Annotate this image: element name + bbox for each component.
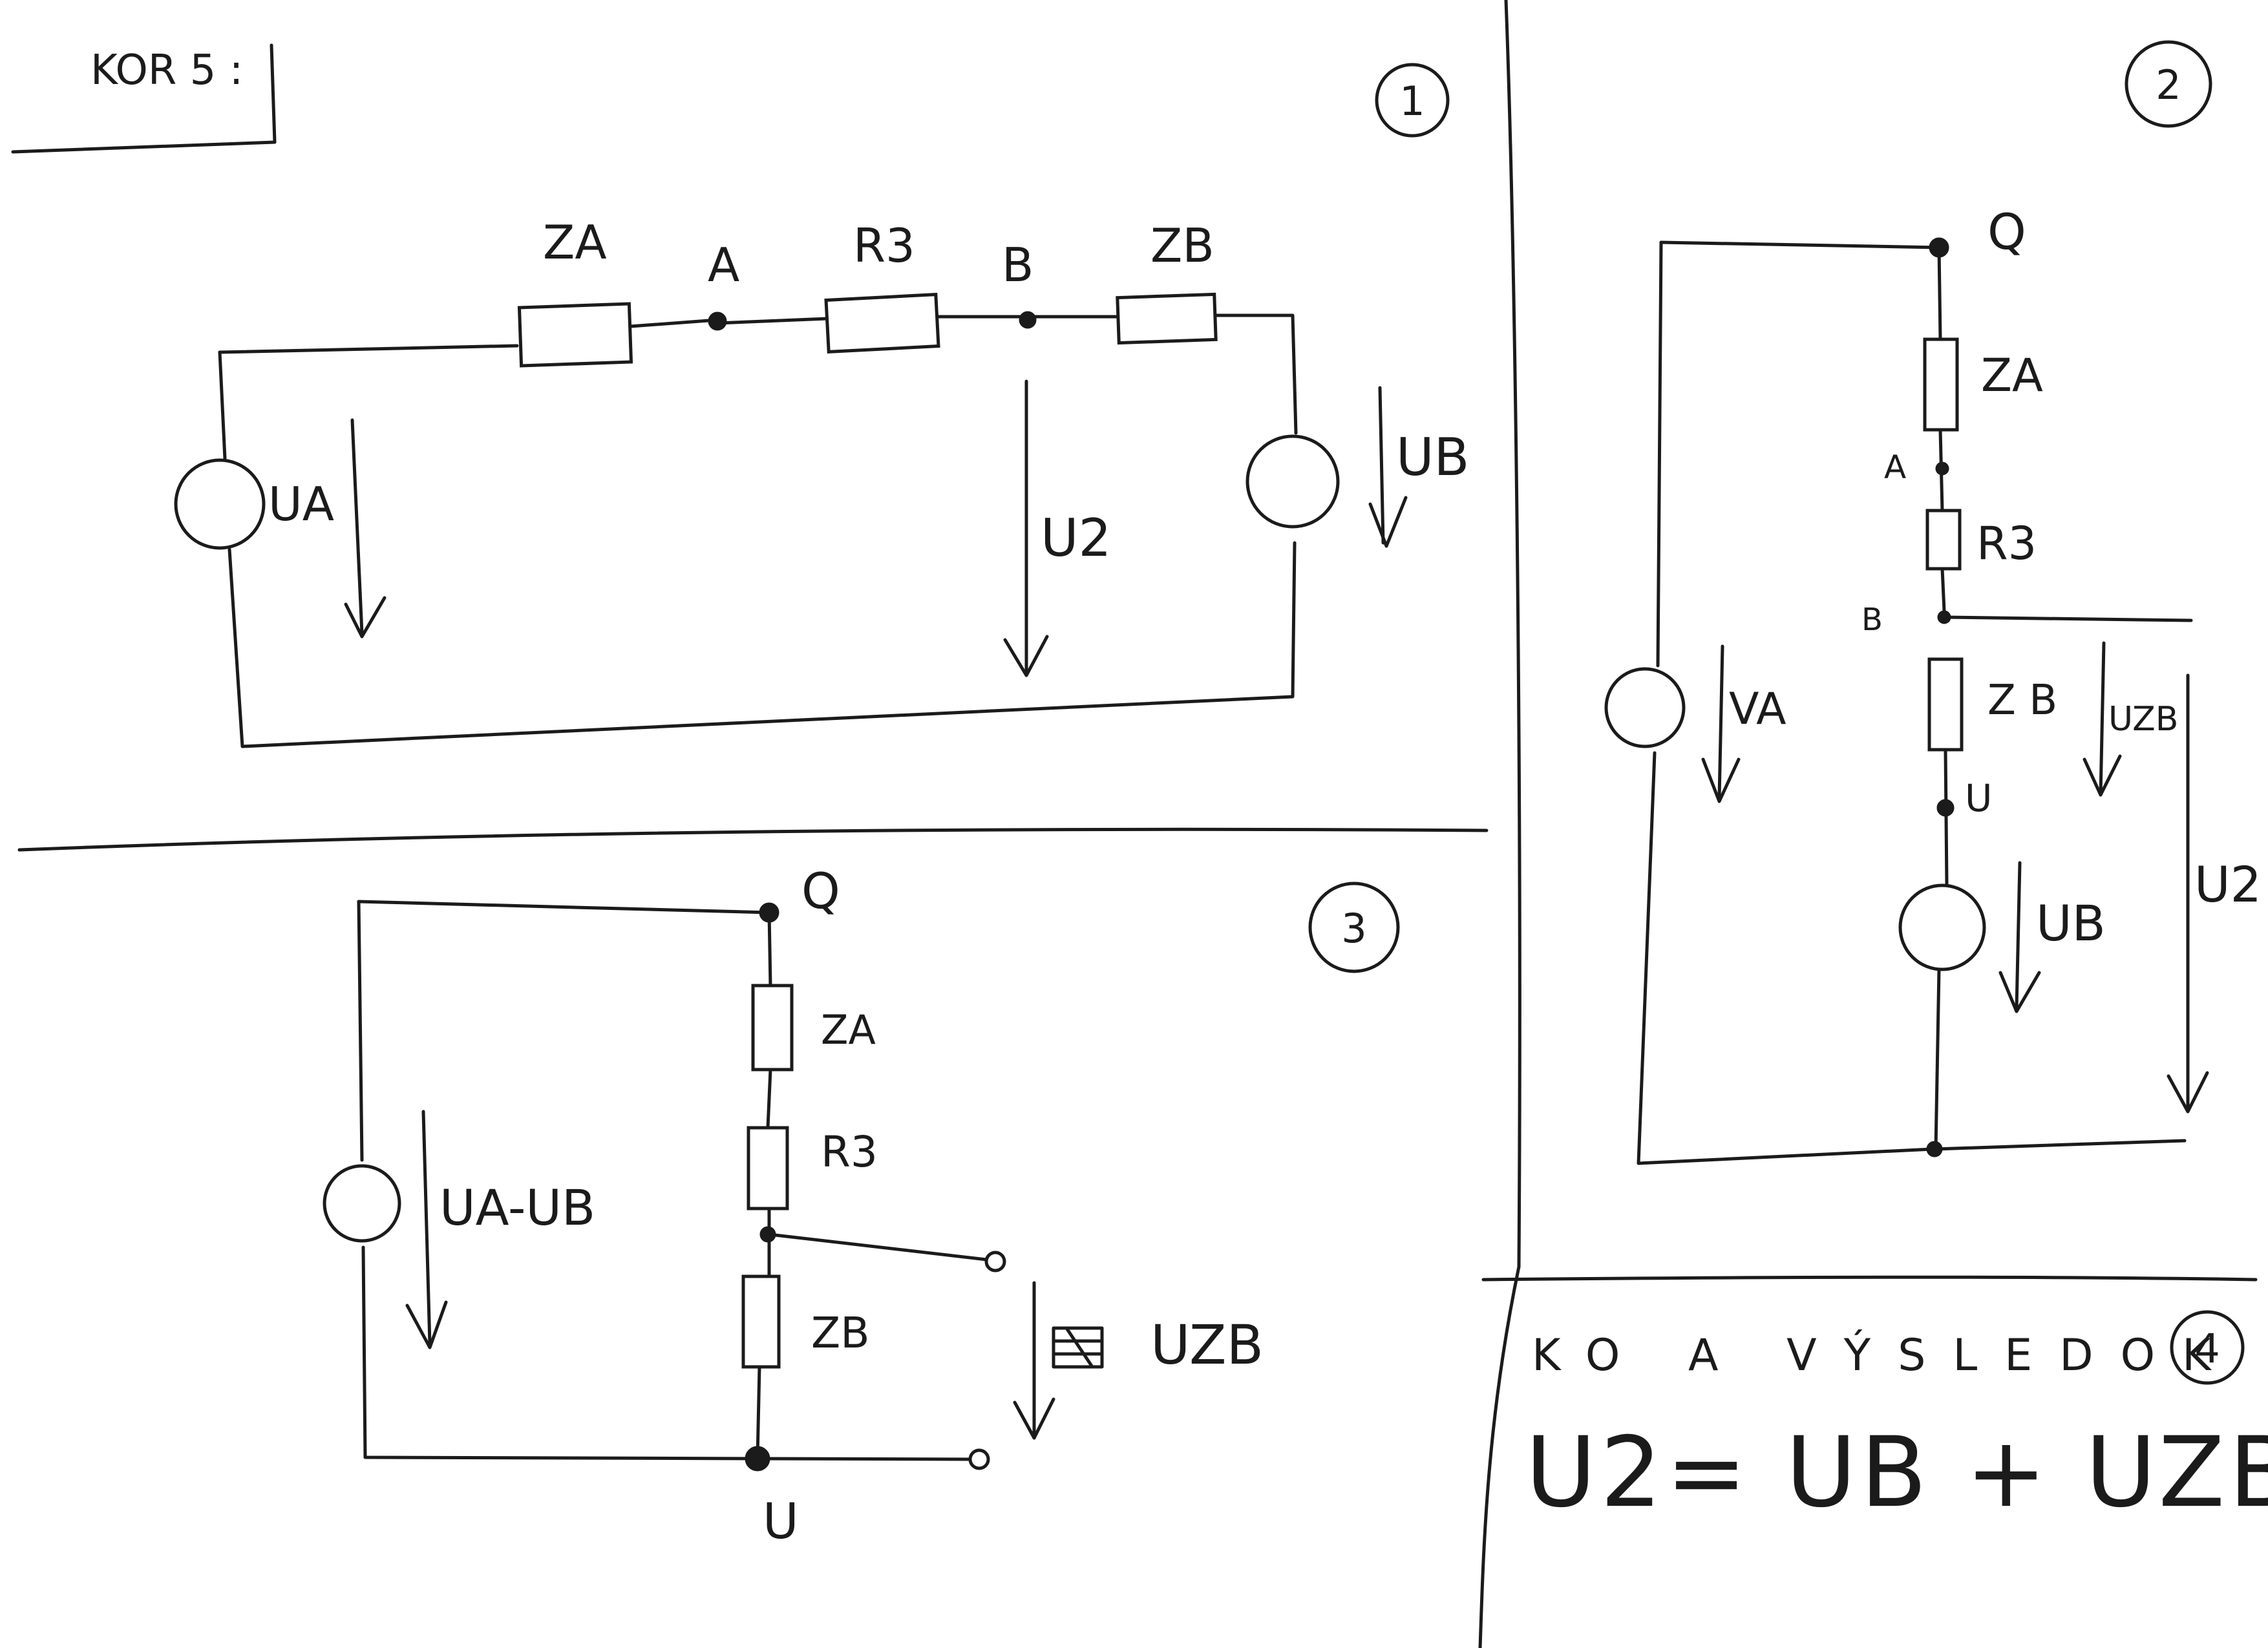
step-number-3: 3 [1308, 882, 1400, 973]
circuit-1-arrow-u2 [1003, 379, 1049, 677]
svg-text:2: 2 [2156, 61, 2181, 109]
circuit-1-wires [218, 313, 1298, 748]
circuit-1-label-za: ZA [543, 215, 607, 269]
circuit-2-node-a [1935, 461, 1949, 476]
circuit-3-arrow-source [405, 1110, 448, 1349]
circuit-3-label-node-q: Q [801, 862, 840, 920]
circuit-2-za-impedance [1923, 337, 1959, 432]
circuit-2-label-zb: Z B [1987, 677, 2057, 724]
circuit-3-label-node-u: U [763, 1492, 799, 1550]
circuit-2-label-va: VA [1729, 684, 1786, 735]
page-heading: KOR 5 : [90, 47, 243, 94]
circuit-1-label-zb: ZB [1150, 218, 1214, 273]
circuit-2-arrow-u2 [2167, 673, 2209, 1114]
svg-text:3: 3 [1341, 905, 1366, 952]
result-equation: U2= UB + UZB [1525, 1417, 2268, 1529]
circuit-3-wires [357, 900, 994, 1461]
step-number-2: 2 [2125, 40, 2212, 128]
circuit-3-za-impedance [751, 984, 794, 1072]
circuit-1-label-ua: UA [268, 477, 334, 531]
page-dividers [11, 0, 2258, 1648]
circuit-3-terminal-top [984, 1251, 1006, 1273]
circuit-3-label-uzb: UZB [1150, 1313, 1264, 1377]
circuit-2-label-u2: U2 [2194, 856, 2262, 913]
circuit-2-r3-resistor [1925, 509, 1962, 571]
circuit-1-label-r3: R3 [853, 218, 915, 273]
circuit-3-label-r3: R3 [821, 1127, 878, 1177]
circuit-3-zb-impedance [741, 1274, 781, 1369]
circuit-3-r3-resistor [747, 1126, 789, 1210]
circuit-3-node-middle [759, 1226, 776, 1243]
circuit-2-source-va [1604, 667, 1686, 748]
circuit-1-source-ua [174, 458, 266, 550]
circuit-1: ZA A R3 B ZB UA U2 UB [174, 215, 1469, 748]
circuit-2-label-node-q: Q [1987, 203, 2026, 260]
circuit-2-label-node-b: B [1861, 602, 1883, 638]
circuit-3-node-q [759, 902, 779, 923]
result-heading: KO A VÝSLEDOK : [1532, 1329, 2268, 1381]
circuit-1-arrow-ub [1368, 386, 1408, 548]
circuit-1-label-node-b: B [1002, 238, 1033, 292]
circuit-2-arrow-ub [1998, 861, 2041, 1013]
circuit-3-label-za: ZA [821, 1006, 876, 1053]
circuit-2-label-za: ZA [1981, 349, 2043, 402]
circuit-3-scribble-mark [1052, 1326, 1104, 1369]
circuit-2-label-r3: R3 [1977, 517, 2037, 570]
circuit-2-source-ub [1898, 883, 1986, 971]
circuit-1-node-a [708, 312, 727, 331]
circuit-1-label-node-a: A [708, 238, 739, 292]
circuit-2-node-u [1936, 799, 1955, 817]
circuit-2-node-b [1937, 610, 1951, 624]
circuit-2-arrow-va [1701, 644, 1741, 803]
circuit-3-terminal-bottom [968, 1448, 990, 1470]
circuit-1-source-ub [1245, 434, 1340, 529]
circuit-3-arrow-uzb [1013, 1281, 1055, 1440]
circuit-1-za-impedance [517, 302, 633, 368]
result-section: KO A VÝSLEDOK : U2= UB + UZB [1525, 1329, 2268, 1529]
circuit-1-zb-impedance [1116, 292, 1218, 345]
circuit-1-r3-resistor [824, 292, 940, 354]
circuit-1-label-ub: UB [1396, 427, 1469, 487]
circuit-2-label-ub: UB [2036, 894, 2106, 952]
circuit-1-node-b [1019, 311, 1037, 329]
svg-text:4: 4 [2194, 1325, 2220, 1372]
svg-text:1: 1 [1399, 78, 1425, 125]
circuit-1-arrow-ua [344, 418, 387, 639]
circuit-3-label-source: UA-UB [440, 1179, 595, 1236]
circuit-2-arrow-uzb [2083, 641, 2122, 797]
circuit-2-zb-impedance [1927, 657, 1964, 752]
circuit-1-label-u2: U2 [1041, 508, 1111, 568]
circuit-2: Q ZA A R3 B Z B UZB U UB VA U2 [1604, 203, 2262, 1165]
circuit-2-label-node-u: U [1965, 776, 1992, 820]
circuit-2-label-uzb: UZB [2108, 700, 2178, 739]
circuit-3-source [323, 1164, 401, 1243]
step-number-1: 1 [1375, 63, 1450, 138]
step-number-4: 4 [2170, 1310, 2245, 1385]
circuit-2-label-node-a: A [1884, 449, 1906, 486]
circuit-3-node-u [745, 1446, 770, 1472]
circuit-2-node-bottom [1926, 1141, 1943, 1157]
circuit-3-label-zb: ZB [811, 1308, 870, 1358]
circuit-2-node-q [1929, 237, 1949, 258]
circuit-3: Q ZA R3 ZB UA-UB UZB U [323, 862, 1264, 1550]
